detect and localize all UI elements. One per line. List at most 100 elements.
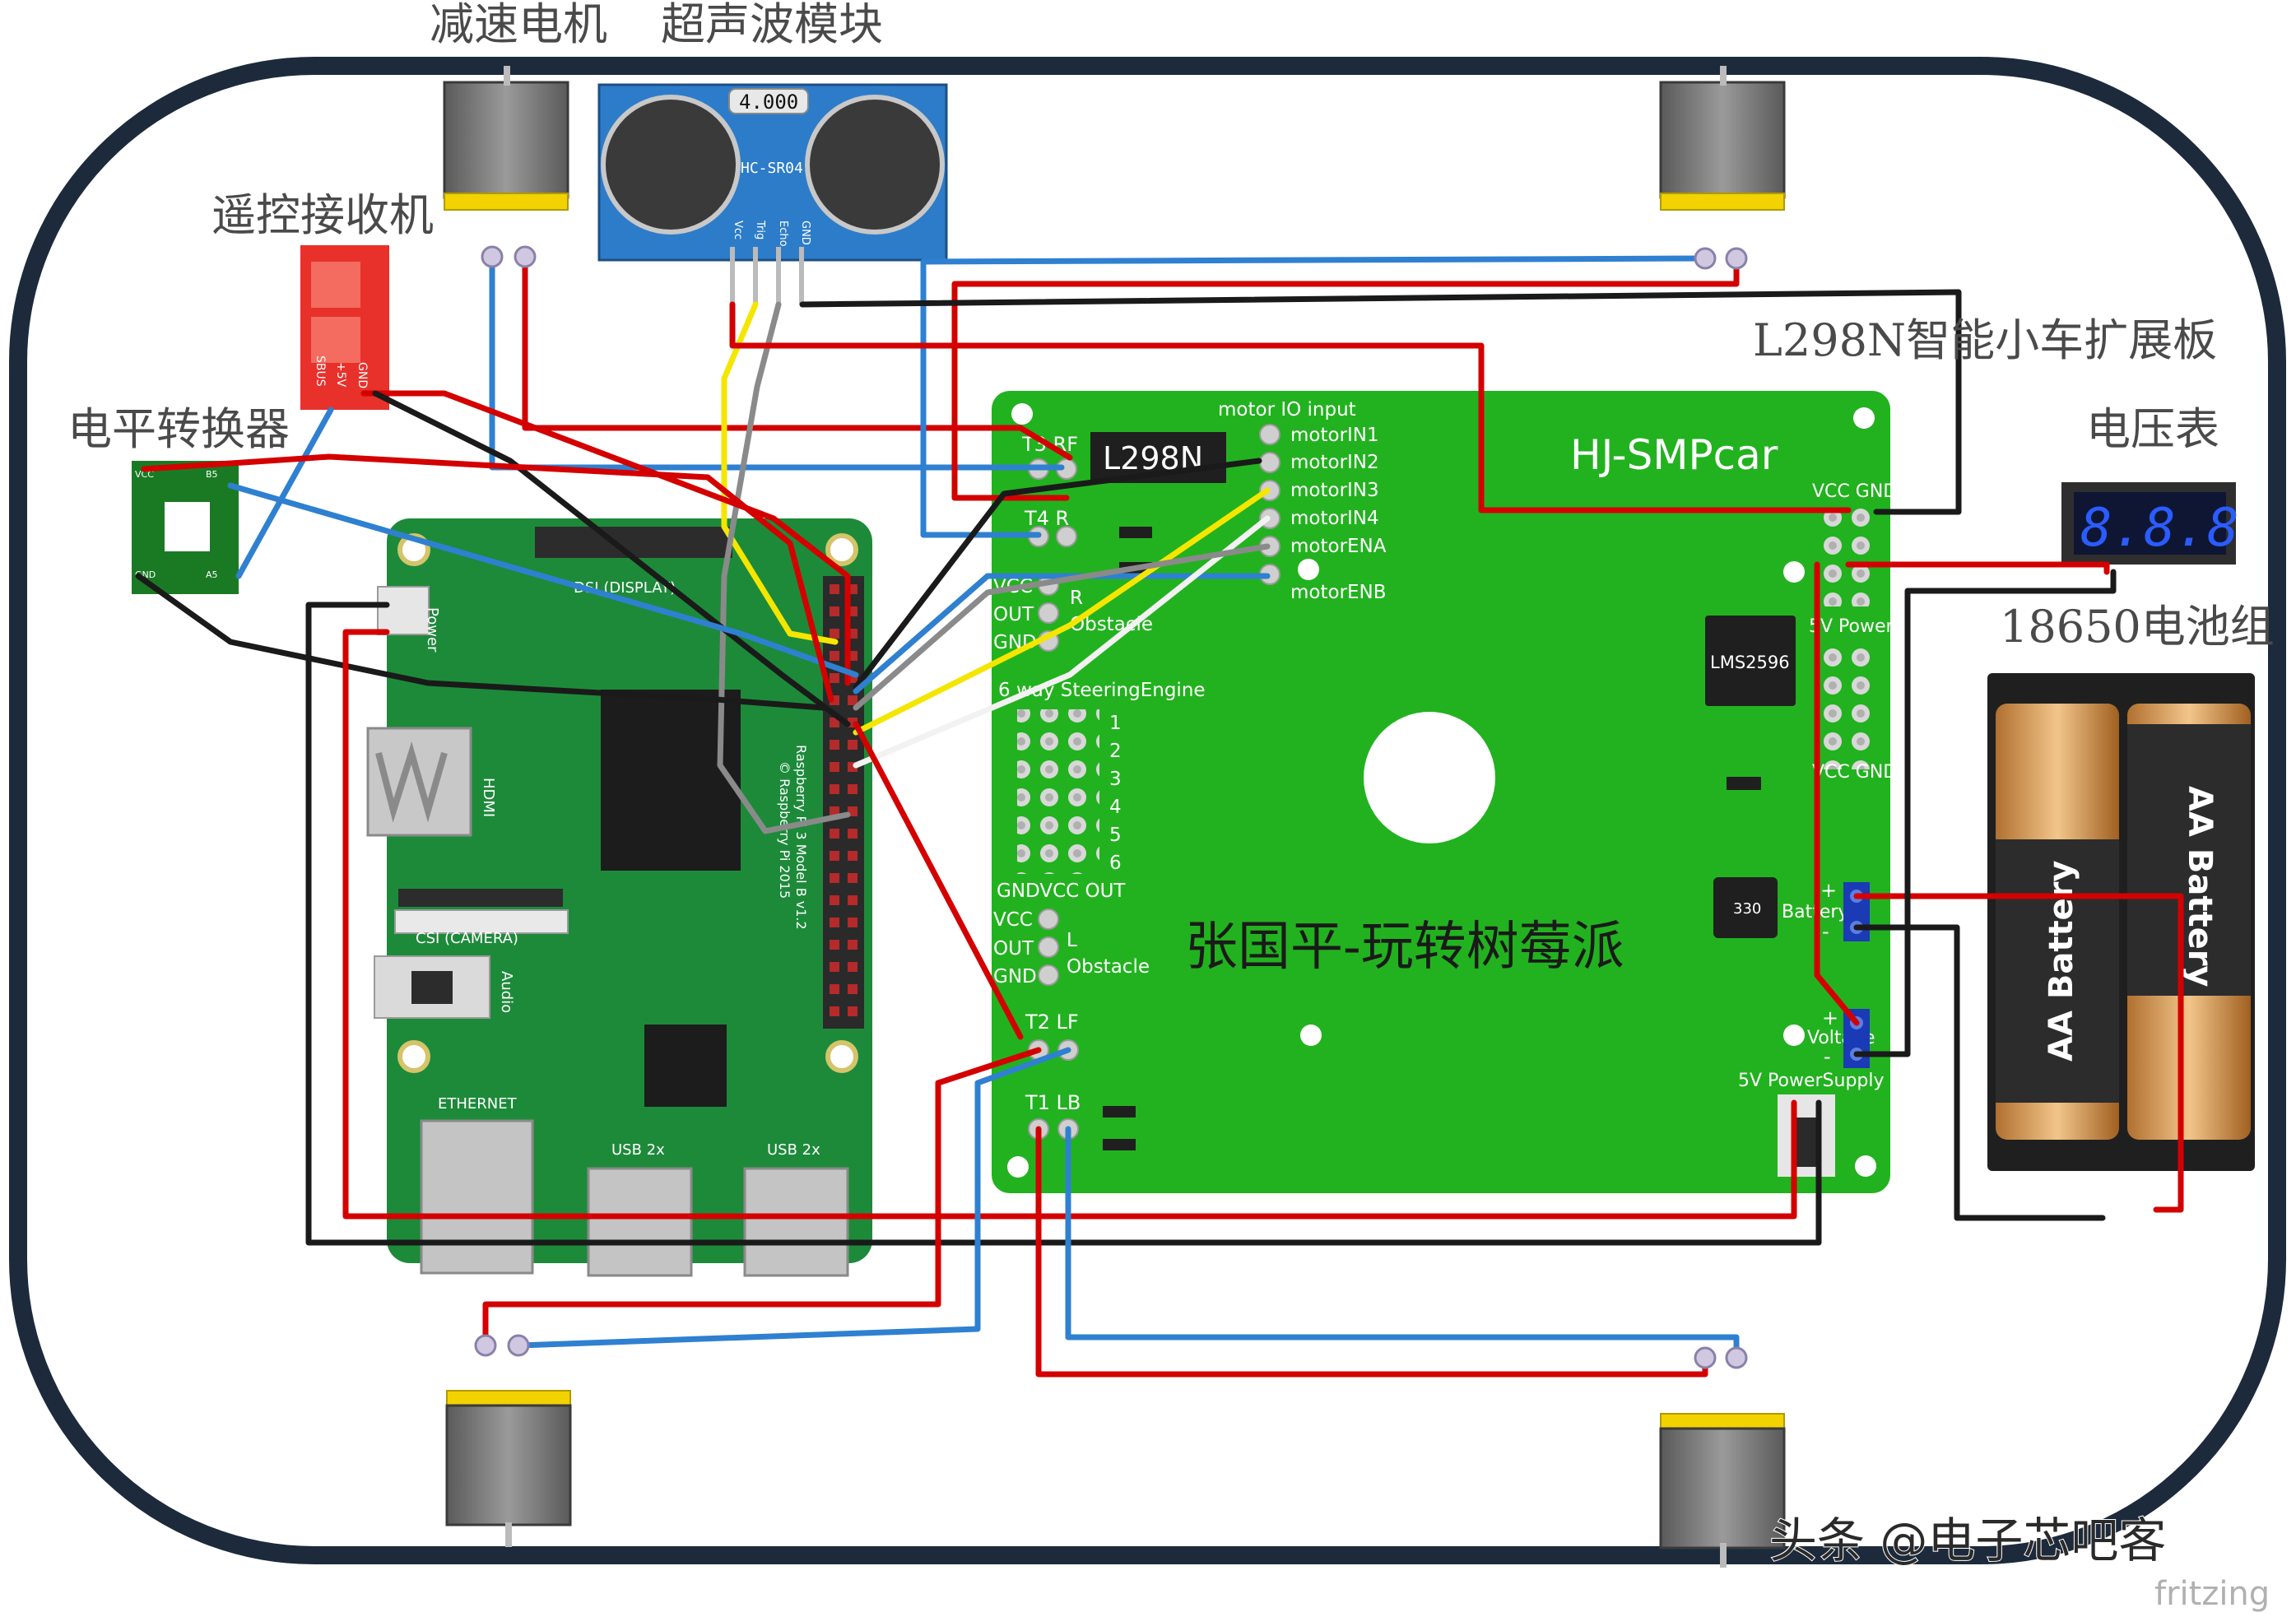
pi-usb1-label: USB 2x bbox=[611, 1141, 665, 1159]
gpio-pin bbox=[848, 695, 858, 705]
vcc-gnd-top-label: VCC GND bbox=[1812, 481, 1897, 502]
pin-motorin2: motorIN2 bbox=[1290, 452, 1379, 473]
pin-motorin1: motorIN1 bbox=[1290, 425, 1379, 446]
gpio-pin bbox=[848, 784, 858, 794]
t4-label: T4 R bbox=[1024, 507, 1069, 530]
gpio-pin bbox=[848, 829, 858, 839]
gpio-pin bbox=[830, 651, 839, 661]
sr04-pin-vcc: Vcc bbox=[732, 221, 744, 239]
label-rc-receiver: 遥控接收机 bbox=[211, 189, 434, 241]
sr04-display: 4.000 bbox=[739, 91, 798, 114]
gpio-pin bbox=[830, 784, 839, 794]
obstacle-r-side: R bbox=[1070, 588, 1083, 609]
shifter-vcc: VCC bbox=[135, 469, 154, 480]
battery-plus: + bbox=[1820, 879, 1837, 902]
gpio-pin bbox=[848, 851, 858, 861]
expansion-board: L298N motor IO input motorIN1 motorIN2 m… bbox=[992, 391, 1897, 1193]
label-ultrasonic: 超声波模块 bbox=[661, 0, 883, 50]
battery-2-label: AA Battery bbox=[2181, 786, 2219, 987]
pin-motorenb: motorENB bbox=[1290, 582, 1387, 603]
gpio-pin bbox=[830, 851, 839, 861]
gpio-pin bbox=[848, 984, 858, 994]
motor-bottom-right bbox=[1659, 1413, 1786, 1568]
voltage-minus: - bbox=[1824, 1045, 1831, 1068]
battery-pack: AA Battery AA Battery bbox=[1987, 673, 2255, 1171]
label-level-shifter: 电平转换器 bbox=[67, 403, 290, 455]
pi-audio-label: Audio bbox=[498, 971, 515, 1013]
gpio-pin bbox=[848, 740, 858, 750]
wires bbox=[135, 253, 2184, 1378]
servo-num-3: 3 bbox=[1109, 769, 1122, 790]
gpio-pin bbox=[848, 962, 858, 972]
pin-motorin4: motorIN4 bbox=[1290, 508, 1379, 529]
sr04-pin-trig: Trig bbox=[754, 220, 766, 239]
motor-top-left bbox=[443, 66, 569, 211]
t1-label: T1 LB bbox=[1025, 1091, 1081, 1114]
project-title: 张国平-玩转树莓派 bbox=[1185, 917, 1624, 978]
servo-num-2: 2 bbox=[1109, 741, 1122, 762]
obstacle-l-side: L bbox=[1067, 930, 1077, 951]
vcc-gnd-bottom-label: VCC GND bbox=[1812, 762, 1897, 783]
label-battery-pack: 18650电池组 bbox=[2000, 601, 2275, 653]
receiver-pin-gnd: GND bbox=[356, 362, 369, 388]
gpio-pin bbox=[830, 962, 839, 972]
regulator-label: 330 bbox=[1733, 900, 1761, 918]
gpio-pin bbox=[830, 718, 839, 727]
sr04-pin-echo: Echo bbox=[777, 221, 789, 247]
fritzing-logo: fritzing bbox=[2154, 1575, 2270, 1613]
receiver-pin-sbus: SBUS bbox=[314, 355, 327, 387]
chassis-outline bbox=[9, 57, 2286, 1564]
servo-num-1: 1 bbox=[1109, 713, 1122, 734]
obstacle-r-out: OUT bbox=[993, 604, 1034, 625]
t2-label: T2 LF bbox=[1025, 1011, 1079, 1034]
gpio-pin bbox=[830, 918, 839, 927]
lms2596-label: LMS2596 bbox=[1710, 653, 1790, 672]
label-gear-motor: 减速电机 bbox=[430, 0, 607, 50]
voltage-plus: + bbox=[1822, 1006, 1838, 1029]
gpio-pin bbox=[830, 1006, 839, 1016]
motor-terminals bbox=[474, 245, 1748, 1369]
sr04-pin-gnd: GND bbox=[799, 221, 811, 245]
voltmeter: 8.8.8 bbox=[2061, 482, 2239, 565]
gpio-pin bbox=[830, 629, 839, 639]
gpio-pin bbox=[830, 873, 839, 883]
pin-motorena: motorENA bbox=[1290, 536, 1387, 557]
pi-hdmi-label: HDMI bbox=[480, 778, 497, 817]
servo-num-4: 4 bbox=[1109, 797, 1122, 818]
gpio-pin bbox=[830, 895, 839, 905]
servo-num-6: 6 bbox=[1109, 853, 1122, 874]
ultrasonic-module: 4.000 HC-SR04 Vcc Trig Echo GND bbox=[597, 83, 948, 304]
gpio-pin bbox=[848, 873, 858, 883]
label-expansion-board: L298N智能小车扩展板 bbox=[1753, 314, 2217, 366]
pi-gpio-header bbox=[823, 576, 864, 1029]
five-v-power-label: 5V Power bbox=[1809, 616, 1894, 637]
servo-footer: GNDVCC OUT bbox=[997, 881, 1126, 902]
gpio-pin bbox=[830, 762, 839, 772]
gpio-pin bbox=[830, 673, 839, 683]
gpio-pin bbox=[830, 740, 839, 750]
servo-num-5: 5 bbox=[1109, 825, 1122, 846]
watermark: 头条 @电子芯吧客 bbox=[1769, 1512, 2166, 1568]
voltmeter-digits: 8.8.8 bbox=[2080, 498, 2239, 559]
label-voltmeter: 电压表 bbox=[2086, 403, 2219, 455]
pi-model-label: Raspberry Pi 3 Model B v1.2 bbox=[793, 745, 809, 930]
raspberry-pi: Power DSI (DISPLAY) HDMI CSI (CAMERA) Au… bbox=[366, 518, 872, 1277]
motor-top-right bbox=[1659, 66, 1786, 211]
board-name: HJ-SMPcar bbox=[1570, 431, 1778, 479]
pi-csi-label: CSI (CAMERA) bbox=[416, 930, 518, 947]
gpio-pin bbox=[848, 1006, 858, 1016]
obstacle-l-vcc: VCC bbox=[993, 909, 1033, 931]
shifter-a5: A5 bbox=[206, 569, 218, 580]
gpio-pin bbox=[830, 806, 839, 816]
gpio-pin bbox=[848, 940, 858, 950]
obstacle-l-gnd: GND bbox=[993, 966, 1037, 987]
rc-receiver: SBUS +5V GND bbox=[300, 245, 389, 410]
shifter-b5: B5 bbox=[206, 469, 218, 480]
power-supply-label: 5V PowerSupply bbox=[1738, 1071, 1885, 1091]
level-shifter: VCC GND B5 A5 bbox=[132, 461, 239, 594]
gpio-pin bbox=[848, 895, 858, 905]
obstacle-l-title: Obstacle bbox=[1067, 956, 1150, 978]
gpio-pin bbox=[830, 606, 839, 616]
pi-power-label: Power bbox=[424, 607, 441, 653]
